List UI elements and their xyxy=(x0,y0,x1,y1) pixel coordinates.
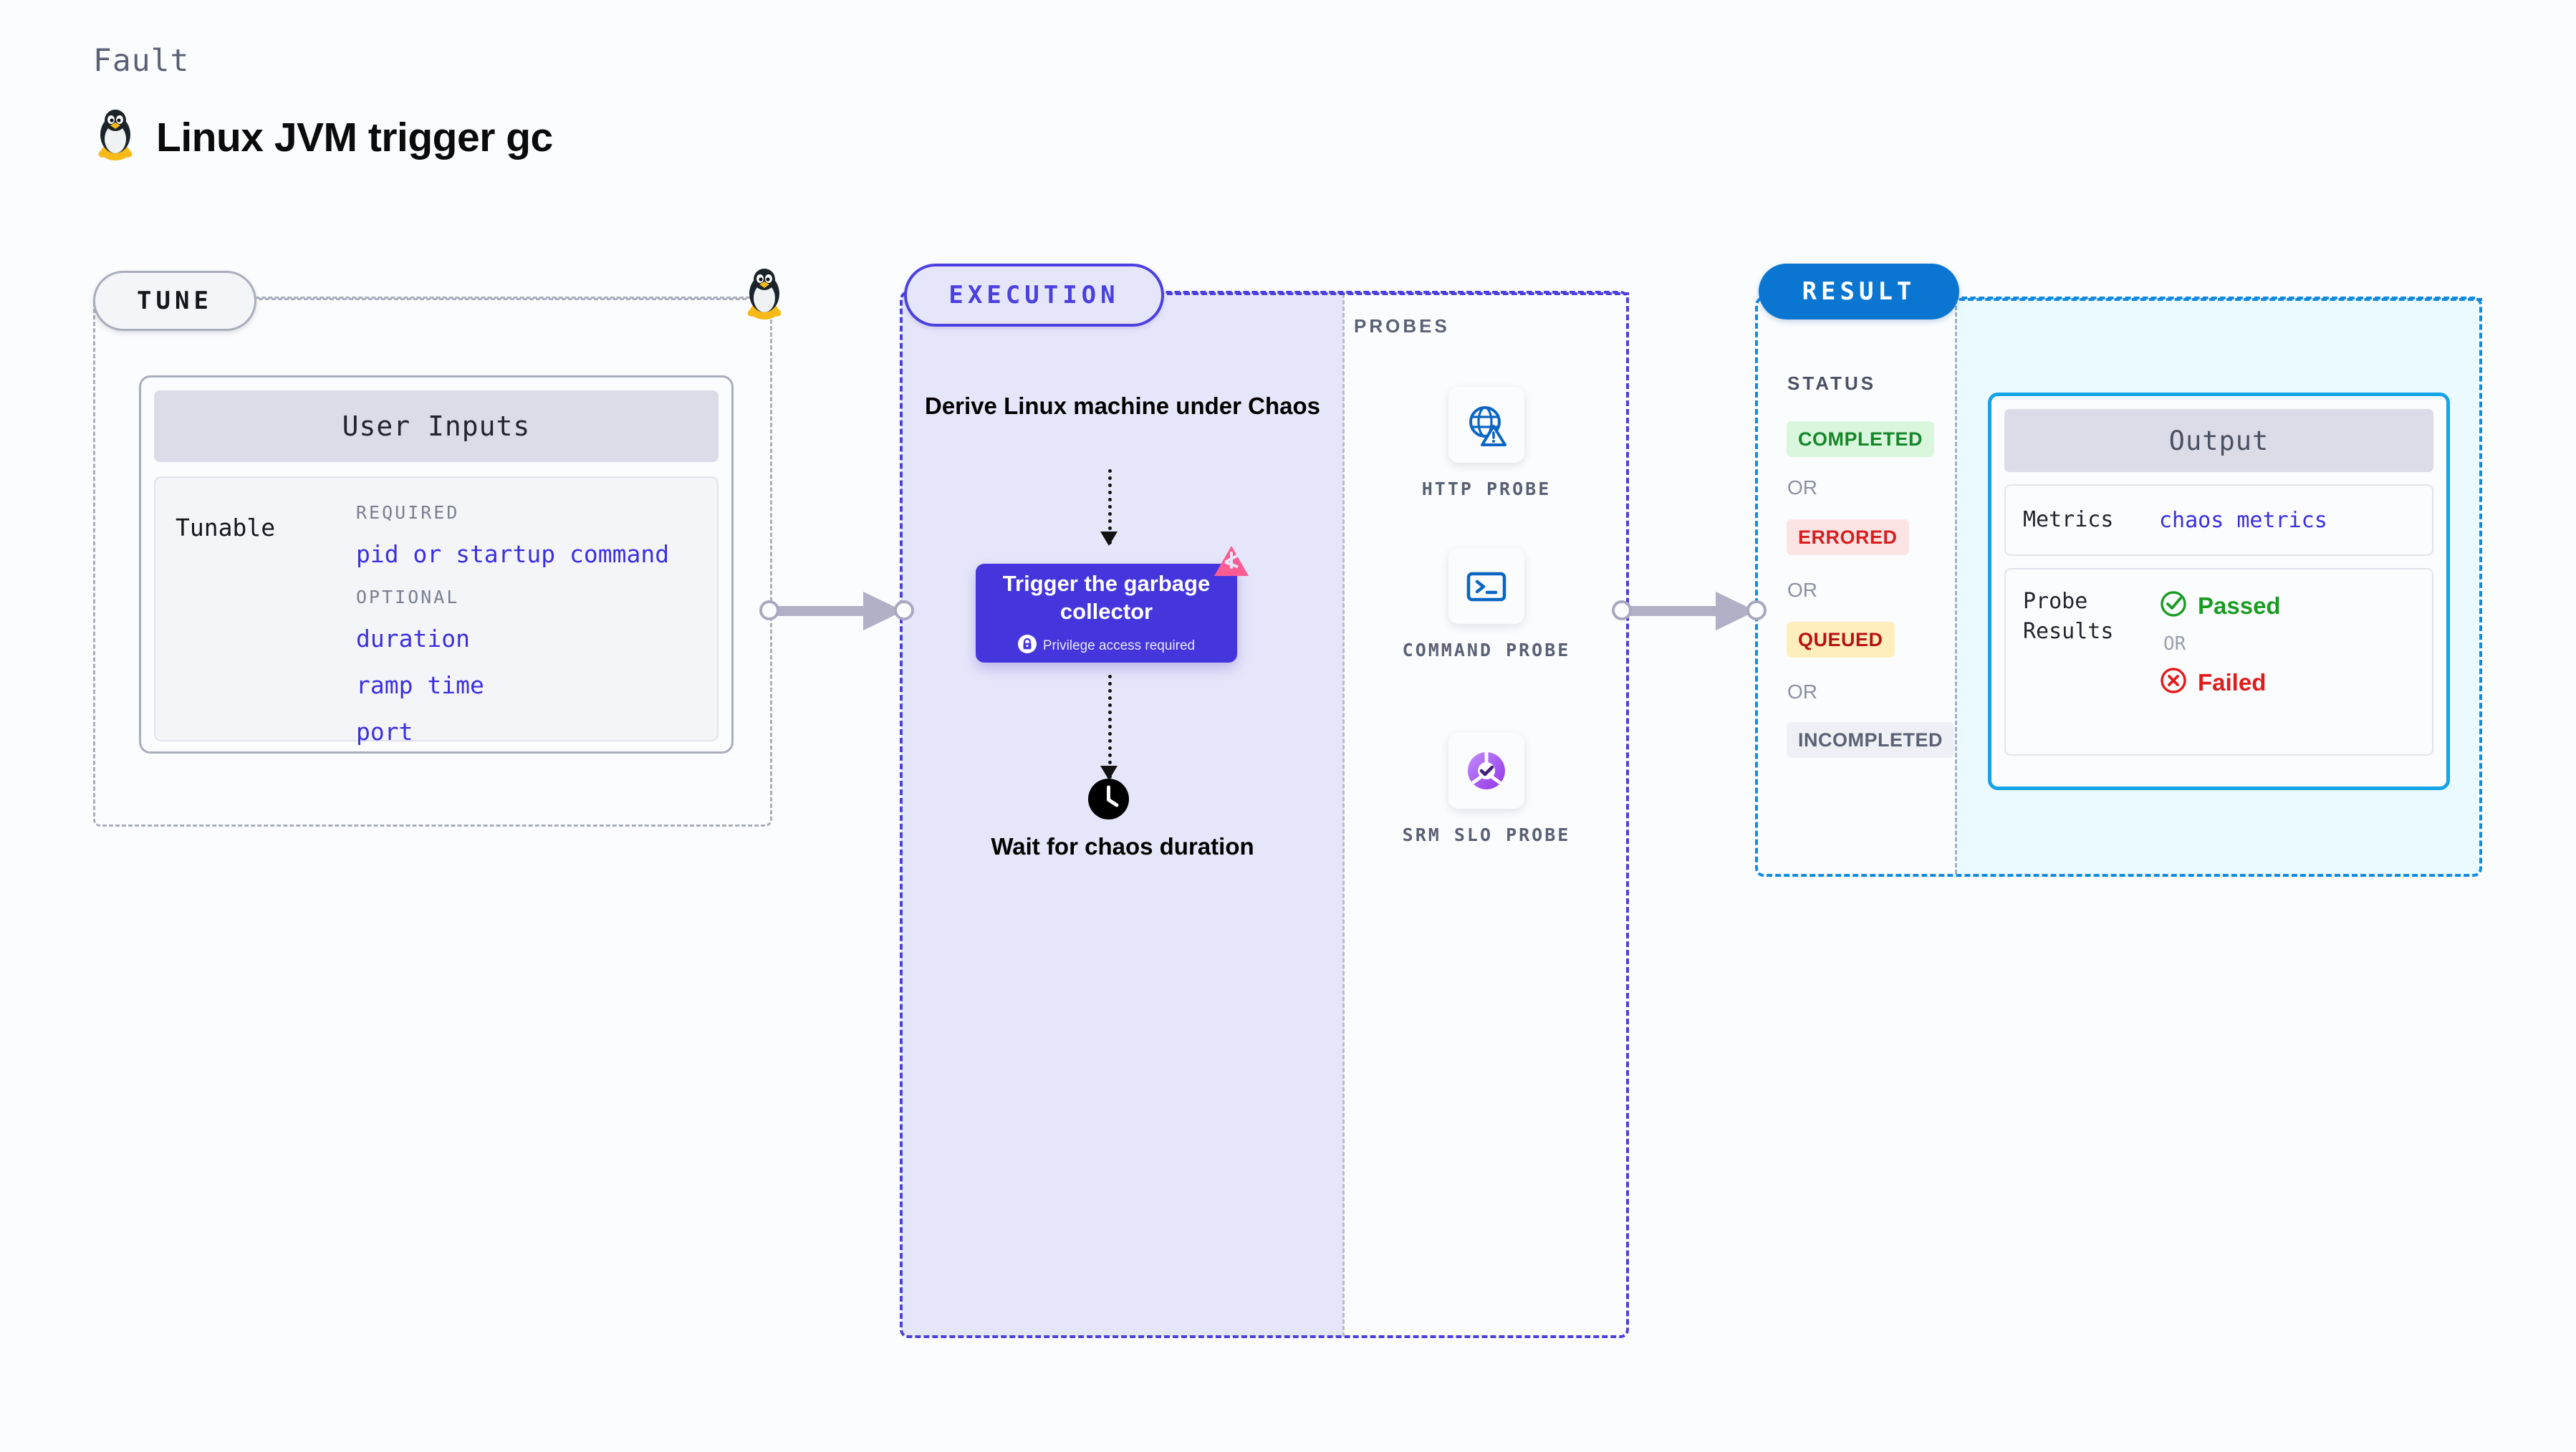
tux-penguin-corner-icon xyxy=(742,268,787,321)
privilege-note-text: Privilege access required xyxy=(1042,638,1196,653)
page-header: Fault Linux JVM trigger gc xyxy=(93,43,553,165)
check-circle-icon xyxy=(2159,590,2188,622)
connector-line xyxy=(1626,606,1741,616)
status-badge-completed: COMPLETED xyxy=(1787,421,1935,457)
status-or-1: OR xyxy=(1787,476,1817,499)
probes-section-label: PROBES xyxy=(1354,315,1450,337)
page-title-row: Linux JVM trigger gc xyxy=(93,109,553,165)
status-badge-incompleted: INCOMPLETED xyxy=(1787,722,1955,758)
execution-region-fill xyxy=(901,292,1344,1337)
tunable-list: REQUIRED pid or startup command OPTIONAL… xyxy=(356,502,710,746)
metrics-row: Metrics chaos metrics xyxy=(2004,484,2433,556)
lock-icon xyxy=(1017,635,1037,657)
probe-results-values: Passed OR Failed xyxy=(2159,587,2425,737)
tune-region xyxy=(93,297,772,827)
required-group-label: REQUIRED xyxy=(356,502,460,523)
tux-penguin-icon xyxy=(93,109,138,165)
status-badge-errored: ERRORED xyxy=(1787,519,1909,555)
status-badge-queued: QUEUED xyxy=(1787,622,1895,658)
user-inputs-card: User Inputs Tunable REQUIRED pid or star… xyxy=(139,375,734,754)
probe-srm-slo[interactable]: SRM SLO PROBE xyxy=(1347,733,1626,847)
execution-to-result-connector xyxy=(1612,587,1767,638)
probe-command[interactable]: COMMAND PROBE xyxy=(1347,548,1626,663)
probe-result-failed: Failed xyxy=(2159,666,2425,698)
fault-eyebrow-label: Fault xyxy=(93,43,190,79)
connector-start-dot xyxy=(759,600,779,620)
probe-result-passed: Passed xyxy=(2159,590,2425,622)
derive-machine-step-label: Derive Linux machine under Chaos xyxy=(925,393,1320,419)
globe-warning-icon xyxy=(1448,387,1524,463)
connector-end-dot xyxy=(894,600,914,620)
result-top-dashed-line xyxy=(1959,298,2482,301)
status-or-2: OR xyxy=(1787,579,1817,601)
execution-pill-label[interactable]: EXECUTION xyxy=(904,264,1164,327)
failed-label: Failed xyxy=(2198,668,2267,696)
tune-pill-label[interactable]: TUNE xyxy=(93,271,256,331)
probe-results-label: Probe Results xyxy=(2023,589,2114,644)
execution-top-dashed-line xyxy=(1158,292,1629,295)
metrics-value[interactable]: chaos metrics xyxy=(2159,507,2327,533)
probe-srm-slo-label: SRM SLO PROBE xyxy=(1402,824,1571,845)
privilege-note-row: Privilege access required xyxy=(1017,635,1196,657)
tunable-item-ramp-time[interactable]: ramp time xyxy=(356,671,484,699)
probe-result-or: OR xyxy=(2163,633,2186,655)
terminal-icon xyxy=(1448,548,1524,624)
tunable-item-port[interactable]: port xyxy=(356,718,413,746)
result-column-divider xyxy=(1955,299,1957,874)
status-section-label: STATUS xyxy=(1787,372,1877,394)
chaos-triangle-icon xyxy=(1213,544,1250,579)
metrics-label: Metrics xyxy=(2023,507,2114,532)
clock-icon xyxy=(1088,779,1129,819)
optional-group-label: OPTIONAL xyxy=(356,587,460,607)
probe-http-label: HTTP PROBE xyxy=(1421,479,1552,499)
tune-to-execution-connector xyxy=(759,587,914,638)
probe-command-label: COMMAND PROBE xyxy=(1402,640,1571,660)
result-pill-label[interactable]: RESULT xyxy=(1759,264,1959,319)
probe-results-row: Probe Results Passed OR xyxy=(2004,568,2433,756)
connector-line xyxy=(774,606,888,616)
trigger-gc-title: Trigger the garbage collector xyxy=(1002,570,1211,624)
passed-label: Passed xyxy=(2198,592,2281,619)
probes-column-divider xyxy=(1342,294,1345,1337)
wait-duration-step-label: Wait for chaos duration xyxy=(991,833,1254,860)
x-circle-icon xyxy=(2159,666,2188,698)
tune-top-dashed-line xyxy=(252,298,746,300)
probe-http[interactable]: HTTP PROBE xyxy=(1347,387,1626,501)
connector-end-dot xyxy=(1746,600,1767,620)
output-header: Output xyxy=(2004,409,2433,472)
tunable-box: Tunable REQUIRED pid or startup command … xyxy=(154,476,719,746)
tunable-row-label: Tunable xyxy=(176,514,276,542)
trigger-gc-step-box[interactable]: Trigger the garbage collector Privilege … xyxy=(976,564,1237,663)
user-inputs-header: User Inputs xyxy=(154,390,719,462)
slo-donut-check-icon xyxy=(1448,733,1524,809)
status-or-3: OR xyxy=(1787,681,1817,703)
tunable-item-duration[interactable]: duration xyxy=(356,625,470,653)
connector-start-dot xyxy=(1612,600,1632,620)
page-title: Linux JVM trigger gc xyxy=(156,114,553,160)
tunable-item-pid[interactable]: pid or startup command xyxy=(356,540,670,568)
output-card: Output Metrics chaos metrics Probe Resul… xyxy=(1988,393,2450,790)
